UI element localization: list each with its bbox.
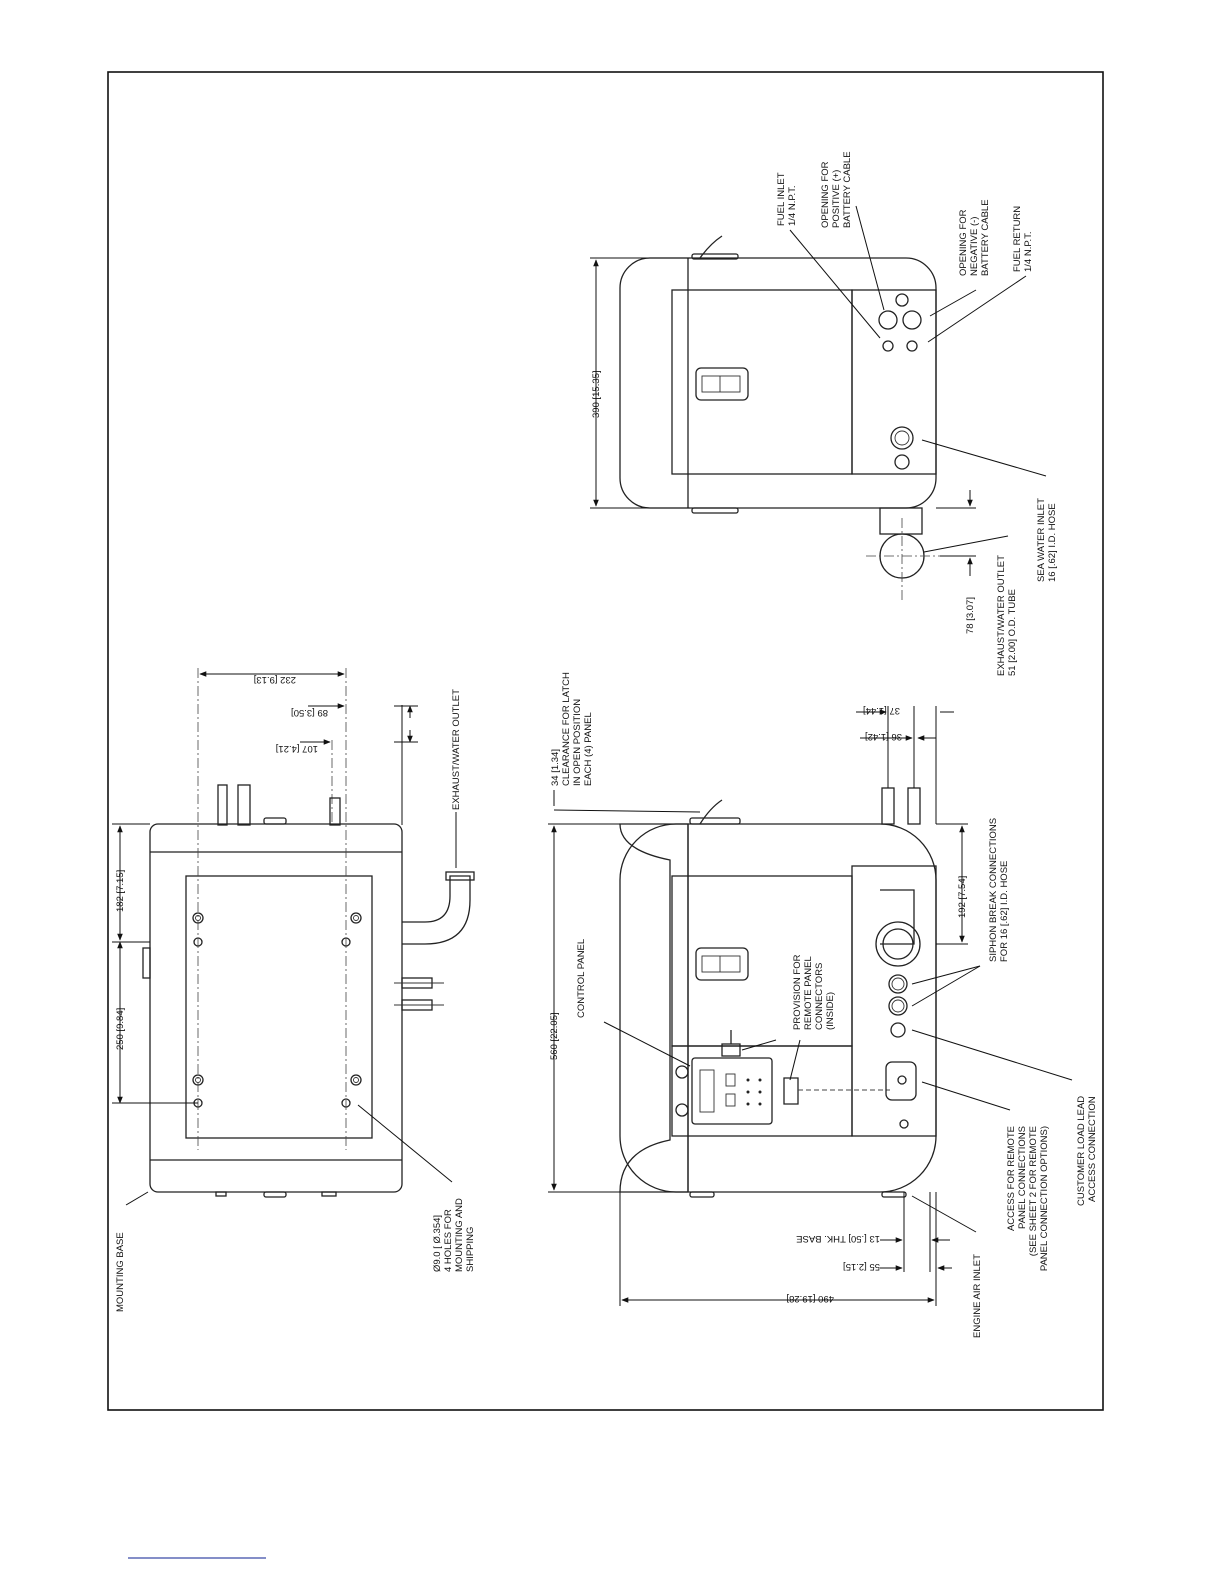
dim-107: 107 [4.21] <box>276 743 318 754</box>
fuel-inlet-line-1: FUEL INLET <box>776 172 787 226</box>
front-view <box>548 706 1073 1306</box>
exhaust-elbow <box>402 875 471 945</box>
dim-390: 390 [15.35] <box>591 370 602 418</box>
label-mounting-base: MOUNTING BASE <box>115 1232 126 1312</box>
dim-560: 560 [22.05] <box>549 1012 560 1060</box>
fuel-return-line-2: 1/4 N.P.T. <box>1023 232 1034 273</box>
exhaust-tube-line-2: 51 [2.00] O.D. TUBE <box>1007 589 1018 676</box>
label-exhaust-outlet: EXHAUST/WATER OUTLET <box>451 689 462 810</box>
access-remote-line-3: (SEE SHEET 2 FOR REMOTE <box>1028 1126 1039 1256</box>
dim-192: 192 [7.54] <box>957 876 968 918</box>
label-holes-line-1: Ø9.0 [ Ø.354] <box>432 1215 443 1272</box>
mounting-holes <box>192 912 362 1108</box>
dim-250: 250 [9.84] <box>115 1008 126 1050</box>
label-holes-line-4: SHIPPING <box>465 1227 476 1272</box>
dim-490: 490 [19.28] <box>786 1293 834 1304</box>
customer-load-line-1: CUSTOMER LOAD LEAD <box>1076 1096 1087 1206</box>
negative-opening-line-1: OPENING FOR <box>958 209 969 276</box>
side-view <box>590 205 1047 600</box>
access-remote-line-1: ACCESS FOR REMOTE <box>1006 1126 1017 1231</box>
top-view <box>112 668 475 1206</box>
negative-opening-line-3: BATTERY CABLE <box>980 199 991 276</box>
sea-water-line-2: 16 [.62] I.D. HOSE <box>1047 503 1058 582</box>
label-holes-line-3: MOUNTING AND <box>454 1198 465 1272</box>
negative-opening-line-2: NEGATIVE (-) <box>969 217 980 276</box>
label-engine-air-inlet: ENGINE AIR INLET <box>972 1254 983 1338</box>
labels: MOUNTING BASE Ø9.0 [ Ø.354] 4 HOLES FOR … <box>115 151 1098 1338</box>
remote-provision-line-3: CONNECTORS <box>814 963 825 1030</box>
remote-provision-line-4: (INSIDE) <box>825 992 836 1030</box>
exhaust-tube-line-1: EXHAUST/WATER OUTLET <box>996 555 1007 676</box>
siphon-line-1: SIPHON BREAK CONNECTIONS <box>988 818 999 962</box>
dim-37: 37 [1.44] <box>863 705 900 716</box>
access-remote-line-2: PANEL CONNECTIONS <box>1017 1126 1028 1229</box>
drawing-border <box>107 71 1104 1411</box>
clearance-line-2: CLEARANCE FOR LATCH <box>561 672 572 786</box>
remote-provision-line-1: PROVISION FOR <box>792 954 803 1030</box>
clearance-line-4: EACH (4) PANEL <box>583 712 594 786</box>
dim-36: 36 [1.42] <box>865 731 902 742</box>
sea-water-line-1: SEA WATER INLET <box>1036 498 1047 582</box>
label-holes-line-2: 4 HOLES FOR <box>443 1209 454 1272</box>
control-panel-detail <box>675 1057 773 1125</box>
dim-13-base: 13 [.50] THK. BASE <box>796 1233 880 1244</box>
dim-89: 89 [3.50] <box>291 707 328 718</box>
access-remote-line-4: PANEL CONNECTION OPTIONS) <box>1039 1126 1050 1271</box>
fuel-inlet-line-2: 1/4 N.P.T. <box>787 186 798 227</box>
positive-opening-line-3: BATTERY CABLE <box>842 151 853 228</box>
dim-182: 182 [7.15] <box>115 870 126 912</box>
dim-78: 78 [3.07] <box>965 597 976 634</box>
clearance-line-3: IN OPEN POSITION <box>572 699 583 786</box>
dim-55: 55 [2.15] <box>843 1261 880 1272</box>
siphon-line-2: FOR 16 [.62] I.D. HOSE <box>999 861 1010 962</box>
clearance-line-1: 34 [1.34] <box>550 749 561 786</box>
positive-opening-line-2: POSITIVE (+) <box>831 170 842 228</box>
remote-provision-line-2: REMOTE PANEL <box>803 956 814 1030</box>
fuel-return-line-1: FUEL RETURN <box>1012 206 1023 272</box>
positive-opening-line-1: OPENING FOR <box>820 161 831 228</box>
customer-load-line-2: ACCESS CONNECTION <box>1087 1096 1098 1202</box>
label-control-panel: CONTROL PANEL <box>576 939 587 1018</box>
dim-232: 232 [9.13] <box>254 674 296 685</box>
